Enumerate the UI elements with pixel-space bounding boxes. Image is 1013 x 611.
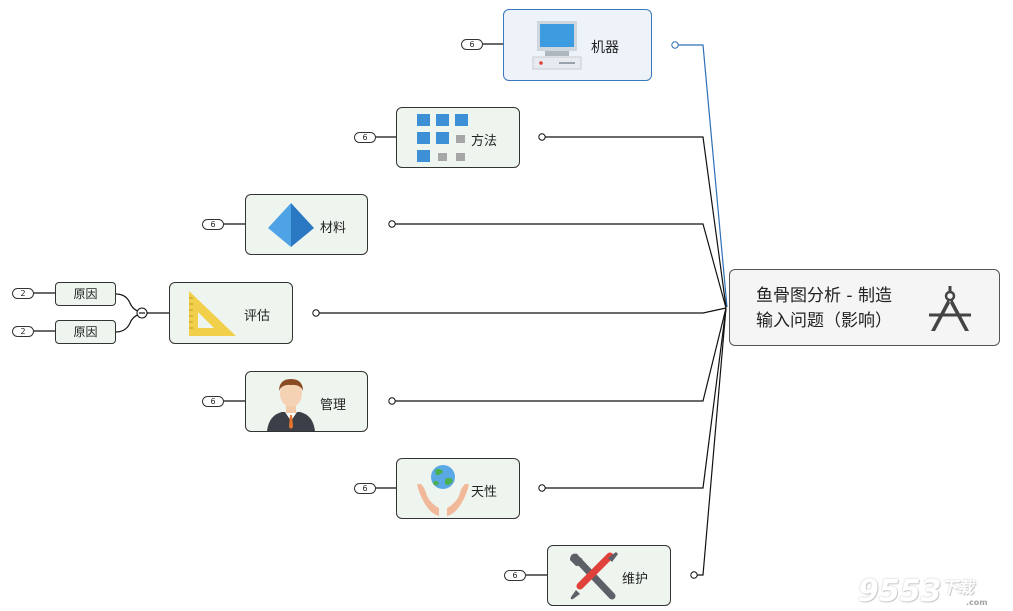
count-badge-cause-2[interactable]: 2 [12,326,34,337]
connector-method [542,136,727,308]
topic-material-label: 材料 [320,221,347,236]
root-topic[interactable]: 鱼骨图分析 - 制造 输入问题（影响） [729,269,1000,346]
topic-evaluate-label: 评估 [244,309,271,324]
subtopic-cause-1[interactable]: 原因 [55,282,116,306]
connector-evaluate [316,307,727,314]
connector-machine [675,44,728,308]
manager-avatar-icon [267,379,315,431]
count-badge-management[interactable]: 6 [202,396,224,407]
expand-handle-maintenance [690,571,698,579]
expand-handle-machine [671,41,679,49]
count-badge-maintenance[interactable]: 6 [504,570,526,581]
topic-machine-label: 机器 [591,40,619,56]
topic-method-label: 方法 [471,134,498,149]
compass-icon [929,286,971,331]
watermark-logo: 9553下载 .com [858,574,988,609]
grid-icon [417,114,468,162]
topic-nature[interactable]: 天性 [396,458,520,519]
topic-management[interactable]: 管理 [245,371,368,432]
collapse-toggle-evaluate [136,307,148,319]
connector-material [392,223,727,309]
expand-handle-method [538,133,546,141]
watermark-url: .com [966,598,988,607]
topic-maintenance[interactable]: 维护 [547,545,671,606]
root-title-line-2: 输入问题（影响） [756,311,892,331]
wrench-screwdriver-icon [570,552,618,600]
topic-management-label: 管理 [320,398,347,413]
connector-nature [542,307,727,489]
topic-method[interactable]: 方法 [396,107,520,168]
expand-handle-management [388,397,396,405]
count-badge-method[interactable]: 6 [354,132,376,143]
count-badge-nature[interactable]: 6 [354,483,376,494]
expand-handle-evaluate [312,309,320,317]
watermark-cn: 下载 [941,578,974,597]
topic-material[interactable]: 材料 [245,194,368,255]
pyramid-icon [268,203,314,247]
topic-machine[interactable]: 机器 [503,9,652,81]
expand-handle-nature [538,484,546,492]
watermark-main: 9553 [858,574,942,609]
count-badge-cause-1[interactable]: 2 [12,288,34,299]
globe-in-hands-icon [417,465,469,516]
root-title-line-1: 鱼骨图分析 - 制造 [756,286,892,306]
topic-evaluate[interactable]: 评估 [169,282,293,344]
connector-management [392,307,727,402]
count-badge-machine[interactable]: 6 [461,39,483,50]
expand-handle-material [388,220,396,228]
count-badge-material[interactable]: 6 [202,219,224,230]
topic-maintenance-label: 维护 [622,572,649,587]
subtopic-cause-2[interactable]: 原因 [55,320,116,344]
root-title: 鱼骨图分析 - 制造 输入问题（影响） [756,284,892,334]
computer-icon [532,21,582,70]
topic-nature-label: 天性 [471,485,498,500]
set-square-icon [189,291,236,336]
